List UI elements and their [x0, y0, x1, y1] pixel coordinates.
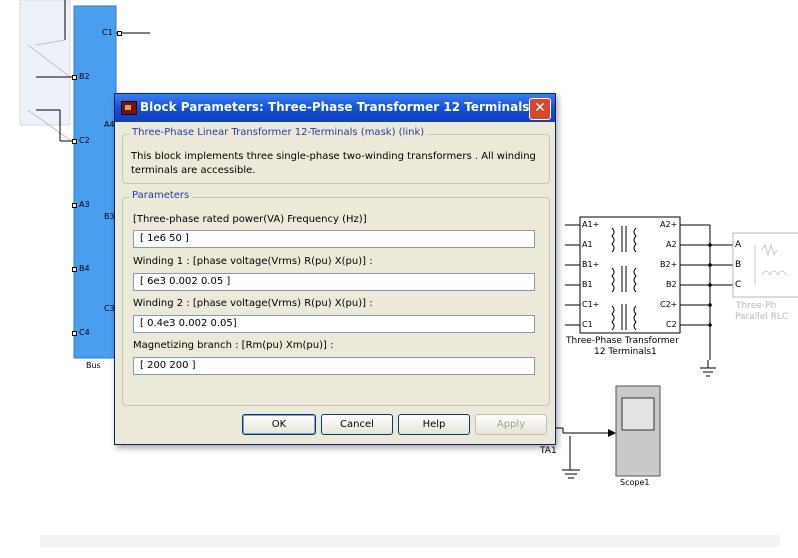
magnetizing-label: Magnetizing branch : [Rm(pu) Xm(pu)] :: [133, 340, 334, 351]
bus-port-c1: C1: [102, 28, 113, 37]
block-parameters-dialog[interactable]: Block Parameters: Three-Phase Transforme…: [114, 93, 556, 445]
bus-port-c3: C3: [104, 304, 115, 313]
bus-port-c4: C4: [79, 328, 90, 337]
apply-button[interactable]: Apply: [475, 414, 547, 435]
parameters-group-legend: Parameters: [129, 190, 193, 201]
xfmr-terminal-c2p: C2+: [660, 300, 678, 309]
winding1-label: Winding 1 : [phase voltage(Vrms) R(pu) X…: [133, 256, 373, 267]
magnetizing-field[interactable]: [ 200 200 ]: [133, 357, 535, 375]
rlc-port-a: A: [735, 240, 742, 250]
simulink-block-icon: [121, 101, 137, 115]
xfmr-terminal-b2p: B2+: [660, 260, 678, 269]
bus-port-a4: A4: [104, 120, 115, 129]
xfmr-terminal-c1p: C1+: [582, 300, 600, 309]
ta-block-label[interactable]: TA1: [540, 446, 557, 456]
winding1-field[interactable]: [ 6e3 0.002 0.05 ]: [133, 273, 535, 291]
dialog-titlebar[interactable]: Block Parameters: Three-Phase Transforme…: [115, 94, 555, 122]
xfmr-terminal-c1: C1: [582, 320, 593, 329]
bus-port-c2: C2: [79, 136, 90, 145]
rlc-block-label-line2[interactable]: Parallel RLC: [735, 312, 789, 322]
xfmr-terminal-c2: C2: [666, 320, 677, 329]
xfmr-terminal-b1p: B1+: [582, 260, 600, 269]
bus-port-b2: B2: [79, 72, 90, 81]
xfmr-terminal-a1: A1: [582, 240, 593, 249]
winding2-label: Winding 2 : [phase voltage(Vrms) R(pu) X…: [133, 298, 373, 309]
bus-block-label[interactable]: Bus: [86, 361, 101, 370]
rlc-port-b: B: [735, 260, 742, 270]
ok-button[interactable]: OK: [242, 414, 316, 435]
xfmr-terminal-a1p: A1+: [582, 220, 600, 229]
close-button[interactable]: ✕: [529, 98, 551, 120]
rated-power-field[interactable]: [ 1e6 50 ]: [133, 230, 535, 248]
cancel-button[interactable]: Cancel: [321, 414, 393, 435]
scope-block-label[interactable]: Scope1: [620, 478, 650, 487]
xfmr-block-label-line1[interactable]: Three-Phase Transformer: [566, 336, 679, 346]
bus-port-a3: A3: [79, 200, 90, 209]
xfmr-terminal-a2p: A2+: [660, 220, 678, 229]
xfmr-terminal-b2: B2: [666, 280, 677, 289]
help-button[interactable]: Help: [398, 414, 470, 435]
winding2-field[interactable]: [ 0.4e3 0.002 0.05]: [133, 315, 535, 333]
bus-port-b3: B3: [104, 212, 115, 221]
dialog-title: Block Parameters: Three-Phase Transforme…: [140, 100, 538, 114]
parameters-groupbox: [122, 197, 550, 406]
mask-description: This block implements three single-phase…: [131, 151, 536, 176]
rlc-block-label-line1[interactable]: Three-Ph: [736, 301, 777, 311]
xfmr-block-label-line2[interactable]: 12 Terminals1: [594, 347, 657, 357]
rated-power-label: [Three-phase rated power(VA) Frequency (…: [133, 214, 367, 225]
xfmr-terminal-b1: B1: [582, 280, 593, 289]
mask-group-legend[interactable]: Three-Phase Linear Transformer 12-Termin…: [129, 127, 428, 138]
rlc-port-c: C: [735, 280, 742, 290]
bus-port-b4: B4: [79, 264, 90, 273]
xfmr-terminal-a2: A2: [666, 240, 677, 249]
